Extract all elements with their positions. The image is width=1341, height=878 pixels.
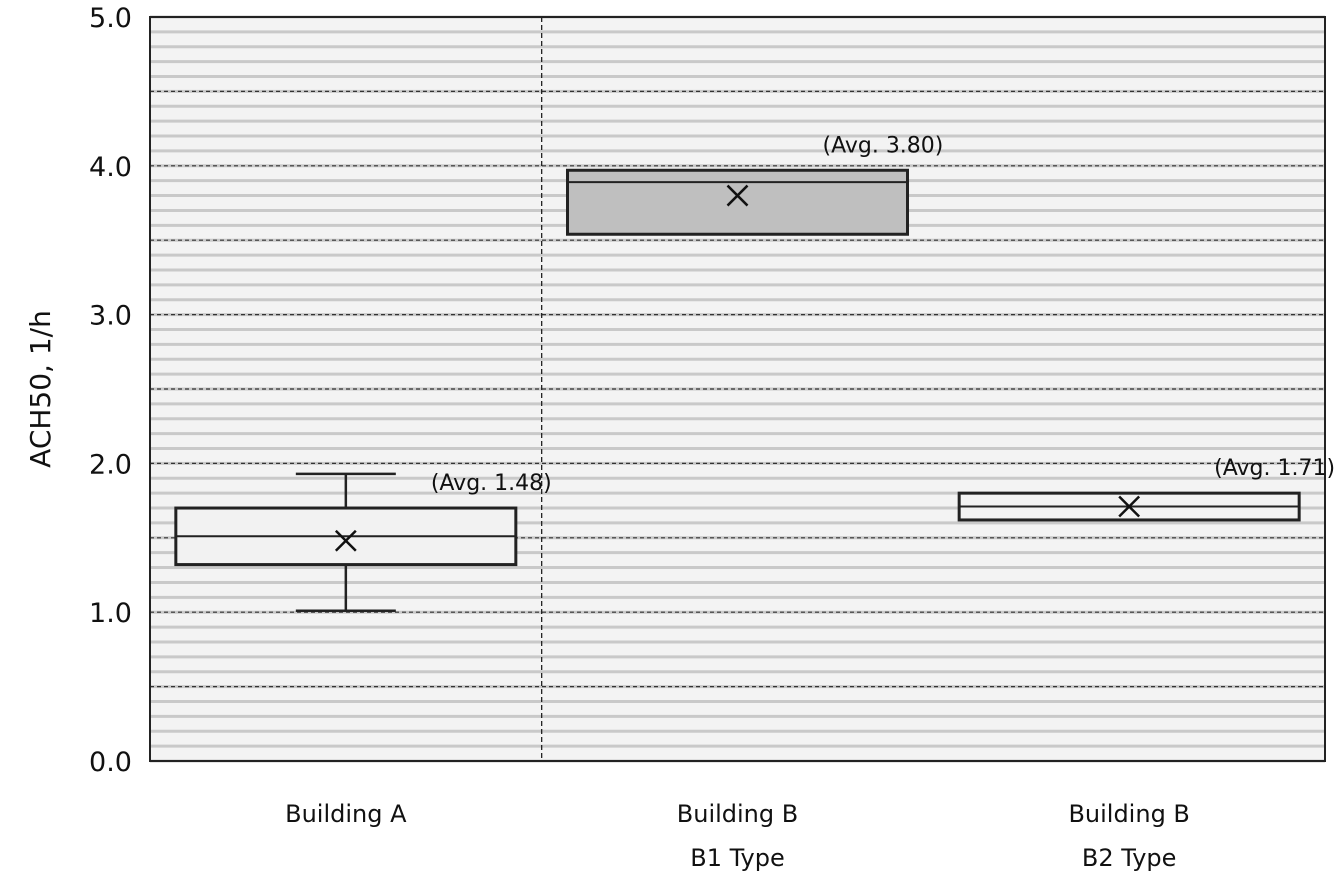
y-tick-label: 4.0 [89, 152, 132, 183]
mean-annotation: (Avg. 3.80) [823, 133, 944, 158]
x-category-label: Building B [677, 800, 798, 828]
mean-marker [1118, 495, 1141, 518]
y-axis-title: ACH50, 1/h [24, 310, 57, 468]
box-2: (Avg. 3.80) [566, 133, 944, 236]
x-axis-labels: Building A Building B B1 Type Building B B2 … [285, 800, 1190, 872]
y-tick-label: 1.0 [89, 598, 132, 629]
plot-frame [149, 16, 1326, 762]
y-tick-label: 2.0 [89, 449, 132, 480]
y-tick-label: 3.0 [89, 301, 132, 332]
y-axis-ticks: 0.0 1.0 2.0 3.0 4.0 5.0 [89, 3, 132, 778]
y-tick-label: 0.0 [89, 747, 132, 778]
iqr-box [566, 168, 909, 236]
x-category-sublabel: B1 Type [690, 844, 785, 872]
mean-annotation: (Avg. 1.71) [1214, 456, 1335, 481]
x-category-label: Building A [285, 800, 407, 828]
box-3: (Avg. 1.71) [957, 456, 1335, 522]
x-category-sublabel: B2 Type [1082, 844, 1177, 872]
mean-annotation: (Avg. 1.48) [431, 471, 552, 496]
boxes: (Avg. 1.48) (Avg. 3.80) (Avg. 1.71) [174, 133, 1335, 612]
box-1: (Avg. 1.48) [174, 471, 552, 612]
y-tick-label: 5.0 [89, 3, 132, 34]
mean-marker [334, 529, 357, 552]
minor-grid [150, 15, 1325, 763]
mean-marker [726, 184, 749, 207]
x-category-label: Building B [1068, 800, 1189, 828]
